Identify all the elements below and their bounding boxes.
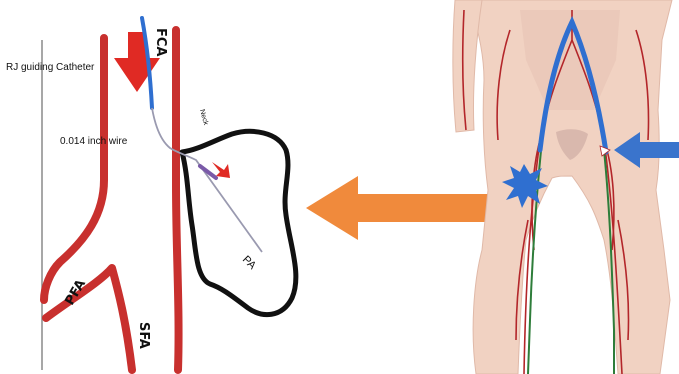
pseudoaneurysm-sac — [182, 131, 296, 314]
label-wire: 0.014 inch wire — [60, 136, 128, 147]
artery-right-wall — [176, 30, 179, 370]
left-arm — [453, 0, 482, 132]
label-sfa: SFA — [136, 322, 151, 349]
label-neck: Neck — [198, 109, 209, 127]
pfa-branch-lower-wall — [46, 268, 132, 370]
label-catheter: RJ guiding Catheter — [6, 62, 95, 73]
transition-arrow-icon — [306, 176, 496, 240]
anatomy-panel — [453, 0, 679, 374]
artery-left-wall — [44, 38, 104, 300]
label-fca: FCA — [153, 28, 168, 56]
schematic-panel: RJ guiding Catheter FCA 0.014 inch wire … — [6, 18, 296, 370]
